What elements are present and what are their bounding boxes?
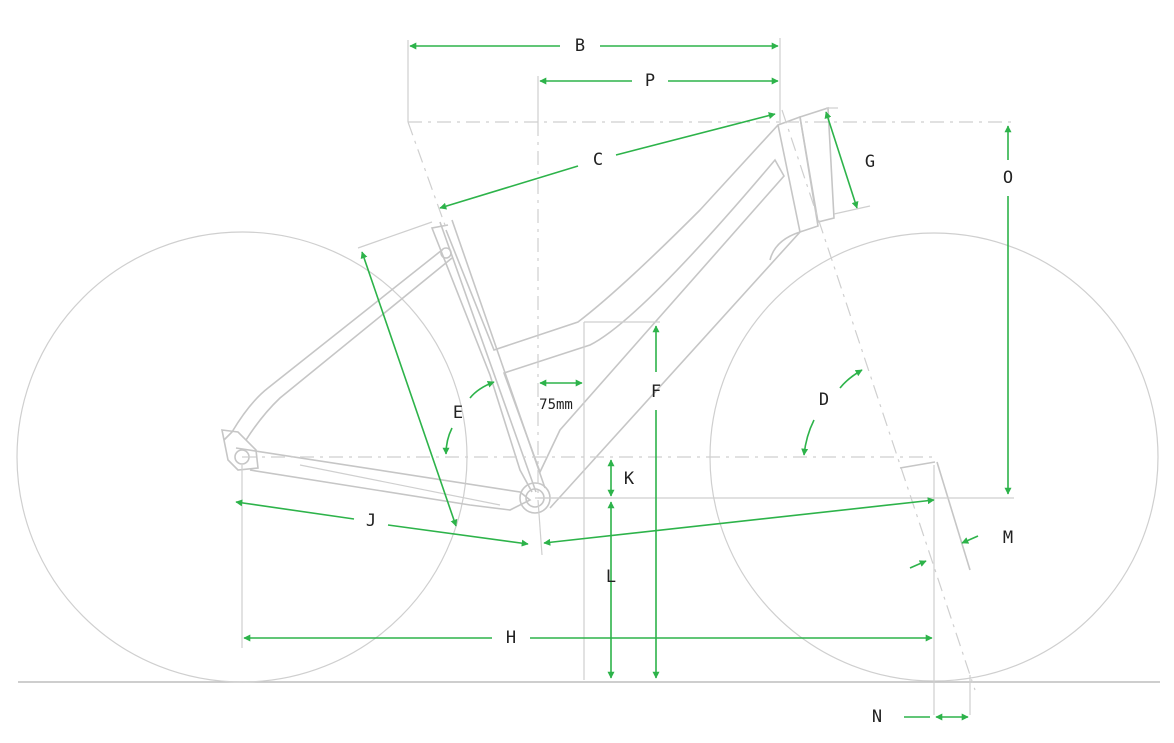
label-g: G (865, 152, 875, 172)
label-h: H (506, 628, 516, 648)
label-n: N (872, 707, 882, 727)
dim-j-right (387, 524, 529, 547)
bike-frame (220, 106, 971, 571)
dim-c-right (615, 112, 776, 156)
dim-d-upper (839, 369, 863, 389)
label-o: O (1003, 168, 1013, 188)
label-d: D (819, 390, 829, 410)
dim-e-lower (442, 427, 453, 455)
dim-c-left (439, 165, 579, 210)
label-m: M (1003, 528, 1013, 548)
label-75mm: 75mm (539, 397, 573, 413)
label-e: E (453, 403, 463, 423)
reference-lines (241, 38, 1014, 715)
dim-e-upper (469, 380, 495, 399)
label-b: B (575, 36, 585, 56)
label-k: K (624, 469, 635, 489)
dim-d-lower (801, 419, 815, 456)
label-c: C (593, 150, 603, 170)
dimension-lines (235, 42, 1012, 721)
dimension-labels: B P C G O F D E 75mm K J M L H N (366, 36, 1013, 727)
dim-seatstay (360, 251, 458, 527)
label-l: L (606, 567, 616, 587)
dim-m-arrow-2 (909, 560, 927, 569)
dim-j-left (235, 499, 355, 520)
dim-front-center (543, 497, 935, 546)
dim-g (824, 111, 859, 209)
label-f: F (651, 382, 661, 402)
dim-m-arrow (961, 535, 979, 544)
label-p: P (645, 71, 655, 91)
label-j: J (366, 511, 376, 531)
